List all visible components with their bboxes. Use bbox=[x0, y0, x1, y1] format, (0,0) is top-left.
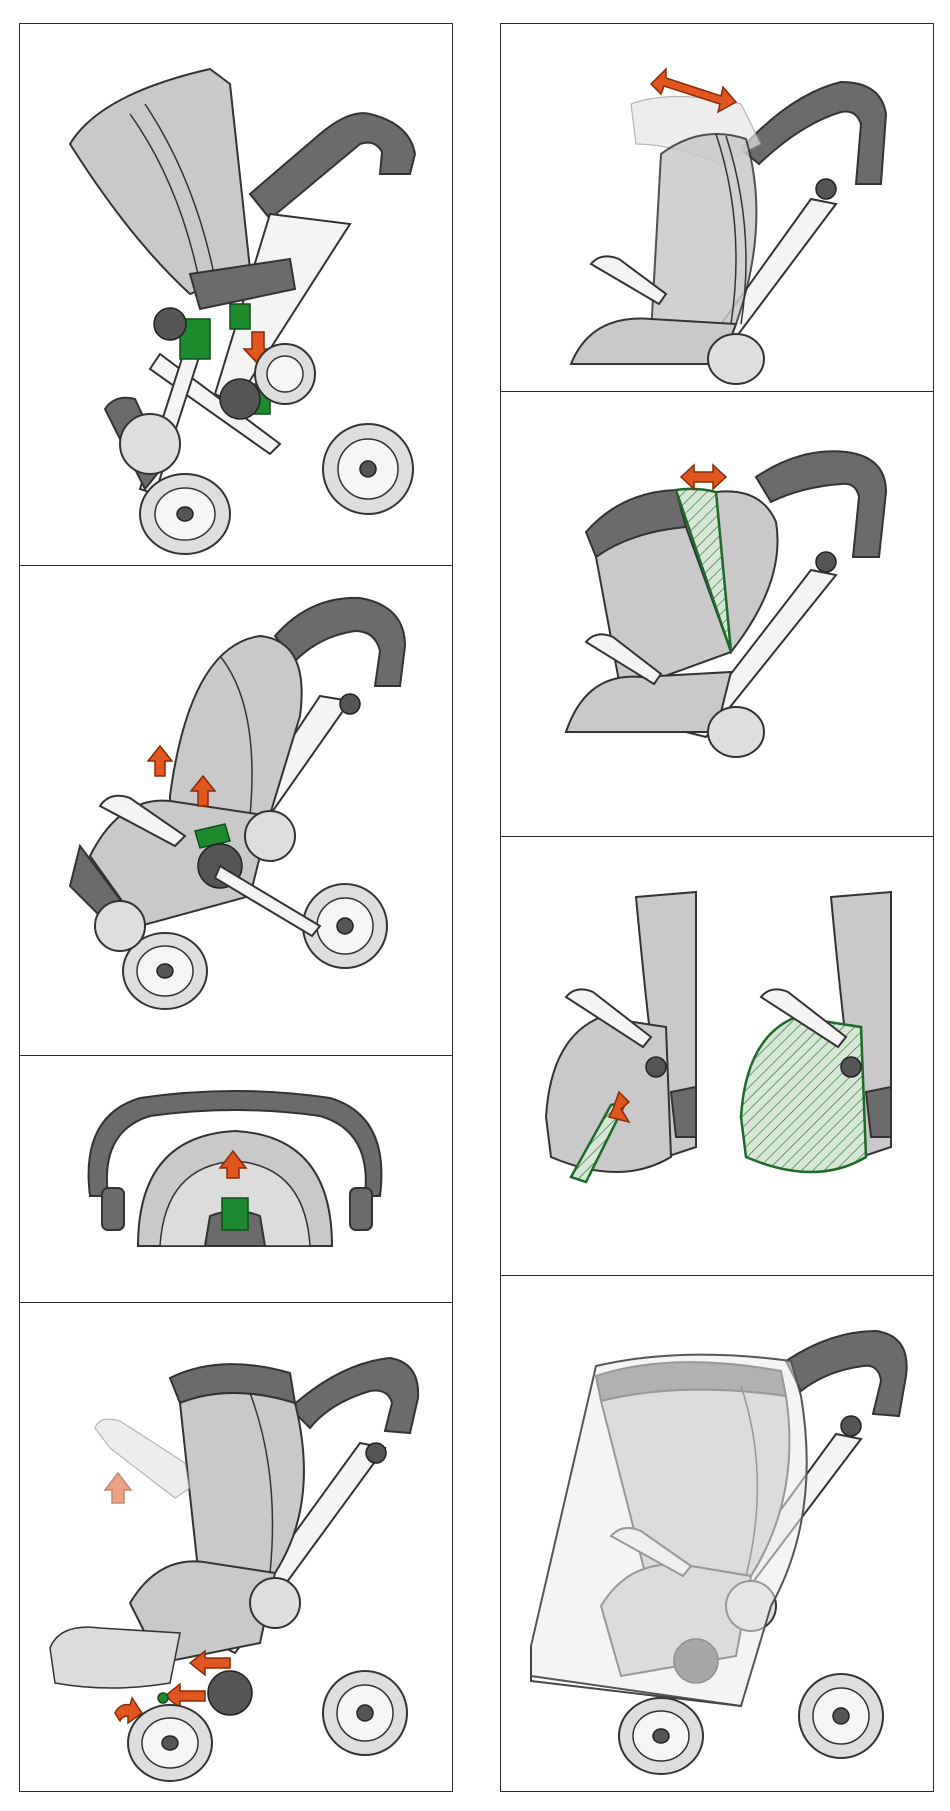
stroller-illustration bbox=[501, 1276, 932, 1790]
green-adapter bbox=[230, 304, 250, 329]
wheel bbox=[708, 707, 764, 757]
panel-canopy-extension bbox=[500, 391, 934, 837]
wheel-hub bbox=[357, 1705, 373, 1721]
frame-hub bbox=[841, 1057, 861, 1077]
wheel bbox=[250, 1578, 300, 1628]
wheel-hub bbox=[162, 1736, 178, 1750]
wheel bbox=[245, 811, 295, 861]
frame-hub bbox=[340, 694, 360, 714]
frame-hub bbox=[220, 379, 260, 419]
rain-cover bbox=[531, 1355, 807, 1706]
stroller-illustration bbox=[20, 24, 451, 564]
up-arrow bbox=[105, 1473, 131, 1503]
wheel-rim bbox=[267, 356, 303, 392]
wheel-partial bbox=[671, 1087, 696, 1137]
stroller-illustration bbox=[20, 1303, 451, 1790]
green-hatched-zip bbox=[741, 1017, 866, 1172]
wheel bbox=[95, 901, 145, 951]
canopy bbox=[651, 134, 756, 334]
wheel-partial bbox=[866, 1087, 891, 1137]
wheel-hub bbox=[337, 918, 353, 934]
wheel-hub bbox=[653, 1729, 669, 1743]
panel-footmuff-zip bbox=[500, 836, 934, 1276]
wheel bbox=[120, 414, 180, 474]
frame-hub bbox=[366, 1443, 386, 1463]
stroller-illustration bbox=[501, 24, 932, 390]
footmuff-illustration bbox=[501, 837, 932, 1274]
panel-bumper-removal bbox=[19, 1302, 453, 1792]
panel-seat-attach bbox=[19, 23, 453, 566]
frame-hub bbox=[208, 1671, 252, 1715]
green-button bbox=[222, 1198, 248, 1230]
stroller-illustration bbox=[20, 566, 451, 1054]
footmuff-zipped bbox=[741, 892, 891, 1172]
handlebar bbox=[741, 82, 886, 184]
wheel-hub bbox=[833, 1708, 849, 1724]
panel-canopy-slide bbox=[500, 23, 934, 392]
frame-hub bbox=[816, 552, 836, 572]
handlebar bbox=[250, 113, 415, 219]
double-arrow bbox=[681, 465, 726, 489]
handlebar-joint bbox=[102, 1188, 124, 1230]
green-button bbox=[158, 1693, 168, 1703]
handlebar-illustration bbox=[20, 1056, 451, 1301]
frame-hub bbox=[841, 1416, 861, 1436]
frame-hub bbox=[816, 179, 836, 199]
footmuff bbox=[50, 1627, 180, 1688]
up-arrow bbox=[148, 746, 172, 776]
panel-rain-cover bbox=[500, 1275, 934, 1792]
frame-hub bbox=[154, 308, 186, 340]
footmuff bbox=[546, 1017, 671, 1172]
wheel-hub bbox=[157, 964, 173, 978]
panel-recline bbox=[19, 565, 453, 1056]
wheel-hub bbox=[177, 507, 193, 521]
wheel bbox=[708, 334, 764, 384]
panel-handlebar-release bbox=[19, 1055, 453, 1303]
handlebar bbox=[786, 1331, 907, 1416]
handlebar-joint bbox=[350, 1188, 372, 1230]
wheel-hub bbox=[360, 461, 376, 477]
handlebar bbox=[290, 1358, 418, 1433]
footmuff-unzipped bbox=[546, 892, 696, 1182]
frame-hub bbox=[646, 1057, 666, 1077]
canopy bbox=[70, 69, 250, 294]
stroller-illustration bbox=[501, 392, 932, 835]
